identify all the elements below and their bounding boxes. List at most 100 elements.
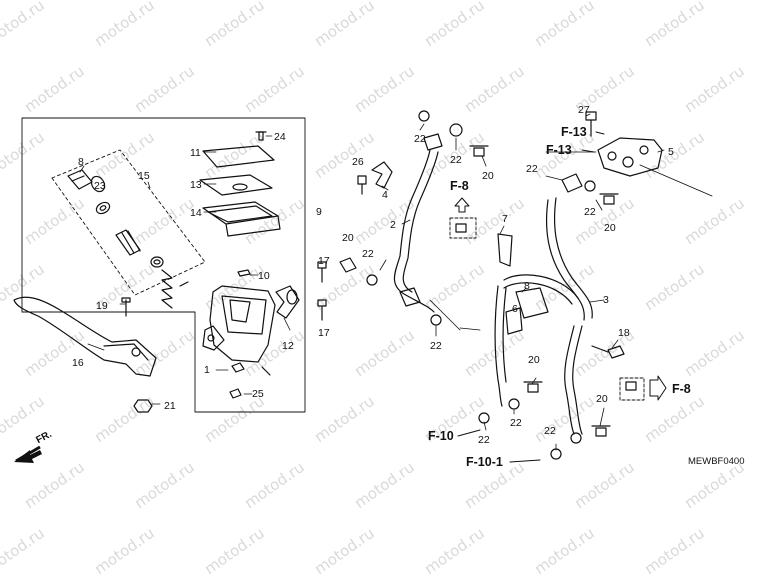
callout-14: 14: [190, 207, 202, 219]
f8-right-arrow: [649, 375, 667, 401]
screw-24: [255, 131, 267, 141]
callout-8: 8: [78, 156, 84, 168]
washer-22-lower-d: [570, 432, 582, 444]
ref-f13-a[interactable]: F-13: [561, 125, 587, 139]
callout-17b: 17: [318, 327, 330, 339]
bolt-10: [237, 269, 251, 277]
caliper-bracket-5: [597, 137, 713, 197]
bolt-20-top: [469, 145, 489, 157]
callout-20b: 20: [482, 170, 494, 182]
clamp-c: [561, 173, 583, 193]
callout-22g: 22: [478, 434, 490, 446]
joint-block-8: [505, 287, 549, 335]
bolt-27: [585, 111, 597, 137]
callout-22c: 22: [414, 133, 426, 145]
callout-11: 11: [190, 147, 201, 159]
holder-12: [275, 285, 300, 319]
callout-6: 6: [512, 303, 518, 315]
bolt-26: [357, 175, 367, 195]
callout-22i: 22: [544, 425, 556, 437]
pivot-bolt-19: [121, 297, 131, 317]
f10-arrow: [457, 429, 481, 437]
callout-22e: 22: [526, 163, 538, 175]
callout-4: 4: [382, 189, 388, 201]
banjo-bolt-20: [339, 257, 357, 273]
callout-1: 1: [204, 364, 210, 376]
callout-19: 19: [96, 300, 108, 312]
bolt-f8-right: [625, 381, 637, 391]
spring: [161, 269, 189, 309]
f13-arrow-a: [595, 131, 605, 135]
callout-26: 26: [352, 156, 364, 168]
washer-22-top: [449, 123, 463, 137]
f13-arrow-b: [581, 149, 595, 153]
bolt-20-lower-b: [591, 425, 611, 437]
front-direction-arrow: [14, 445, 42, 463]
kit-15-dashed-box: [51, 149, 206, 296]
bolt-18: [591, 345, 625, 359]
callout-10: 10: [258, 270, 270, 282]
callout-22h: 22: [510, 417, 522, 429]
callout-22f: 22: [584, 206, 596, 218]
callout-24: 24: [274, 131, 286, 143]
callout-22b: 22: [430, 340, 442, 352]
bolt-17b: [317, 299, 327, 321]
brake-lever-16: [13, 296, 157, 377]
washer-22-lower-b: [508, 398, 520, 410]
callout-7: 7: [502, 213, 508, 225]
nut-21: [133, 399, 153, 413]
kit-9-bracket: [21, 117, 306, 413]
cup: [150, 256, 164, 268]
callout-13: 13: [190, 179, 202, 191]
callout-20a: 20: [342, 232, 354, 244]
f8-right-dashed-box: [619, 377, 645, 401]
washer-22-lower-a: [478, 412, 490, 424]
cap-11: [202, 145, 275, 168]
callout-12: 12: [282, 340, 294, 352]
callout-16: 16: [72, 357, 84, 369]
washer-22-lower-c: [550, 448, 562, 460]
bolt-20-lower-a: [523, 381, 543, 393]
callout-2: 2: [390, 219, 396, 231]
callout-18: 18: [618, 327, 630, 339]
master-cylinder-body: [202, 285, 276, 363]
bolt-17a: [317, 261, 327, 283]
bolts-1-25: [229, 362, 271, 399]
clip-4: [371, 161, 393, 189]
callout-9: 9: [316, 206, 322, 218]
piston: [115, 229, 141, 256]
callout-21: 21: [164, 400, 176, 412]
ref-f8-right[interactable]: F-8: [672, 382, 691, 396]
brake-pipe-3: [494, 197, 593, 435]
ref-f13-b[interactable]: F-13: [546, 143, 572, 157]
ref-f8-top[interactable]: F-8: [450, 179, 469, 193]
boot-8: [67, 169, 93, 190]
circlip-23: [90, 175, 111, 215]
bolt-f8: [455, 223, 467, 233]
callout-20d: 20: [528, 354, 540, 366]
washer-22-low: [430, 314, 442, 326]
callout-15: 15: [138, 170, 150, 182]
callout-20e: 20: [596, 393, 608, 405]
diaphragm-14: [202, 201, 281, 237]
callout-5: 5: [668, 146, 674, 158]
callout-22a: 22: [362, 248, 374, 260]
f10-1-arrow: [509, 459, 541, 463]
f8-up-arrow: [454, 197, 470, 213]
washer-22-top-left: [418, 110, 430, 122]
callout-3: 3: [603, 294, 609, 306]
callout-22d: 22: [450, 154, 462, 166]
f8-dashed-box: [449, 217, 477, 239]
callout-23: 23: [94, 180, 106, 192]
callout-27: 27: [578, 104, 590, 116]
brake-hose-2: [393, 133, 443, 313]
callout-8b: 8: [524, 280, 530, 292]
ref-f10-1[interactable]: F-10-1: [466, 455, 503, 469]
leader-lines: [79, 113, 665, 451]
ref-f10[interactable]: F-10: [428, 429, 454, 443]
washer-22-mid: [366, 274, 378, 286]
callout-20c: 20: [604, 222, 616, 234]
callout-17a: 17: [318, 255, 330, 267]
